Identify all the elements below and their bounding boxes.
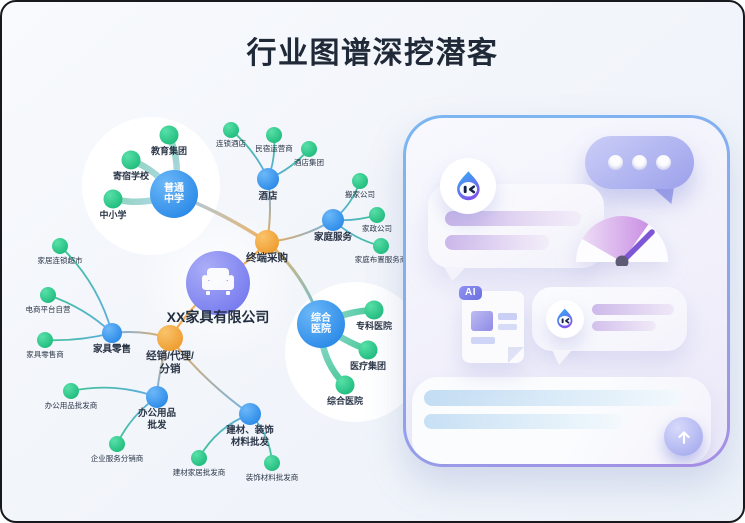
graph-node-enterprise-svc — [109, 436, 125, 452]
node-label-boarding-school: 寄宿学校 — [113, 170, 150, 181]
typing-dot — [608, 155, 623, 170]
node-label-specialist-hospital: 专科医院 — [356, 320, 392, 331]
node-label-hospital-hub: 综合医院 — [311, 311, 332, 335]
node-label-housekeeping: 家政公司 — [362, 223, 392, 233]
gauge-icon — [576, 215, 668, 266]
graph-node-boarding-school — [121, 150, 141, 170]
graph-node-hospital-hub — [297, 300, 345, 348]
graph-node-deco-material-wholesaler — [264, 455, 280, 471]
document-line-placeholder — [498, 313, 517, 320]
up-arrow-icon — [677, 430, 690, 444]
graph-node-hub-terminal — [255, 230, 279, 254]
page-fold — [508, 347, 524, 363]
graph-node-chain-hotel — [223, 122, 239, 138]
graph-node-housekeeping — [369, 207, 385, 223]
graph-node-hotel — [257, 168, 279, 190]
graph-node-bnb-operator — [266, 127, 282, 143]
graph-node-family-svc — [322, 209, 344, 231]
chat-bubble-tail — [552, 350, 572, 365]
node-label-hotel-group: 酒店集团 — [294, 157, 324, 167]
ai-badge: AI — [459, 286, 482, 300]
typing-bubble-tail — [652, 187, 674, 204]
node-label-edu-group: 教育集团 — [150, 145, 187, 156]
graph-node-hotel-group — [301, 141, 317, 157]
graph-edge — [44, 332, 113, 342]
node-label-middle-school: 普通中学 — [164, 181, 184, 205]
node-label-moving-company: 搬家公司 — [345, 189, 375, 199]
graph-node-general-hospital — [335, 375, 355, 395]
chat-bubble-reply — [532, 287, 687, 365]
ai-assistant-illustration: AI — [406, 118, 727, 464]
node-label-office-supplier: 办公用品批发商 — [45, 400, 98, 410]
node-label-ecommerce-self: 电商平台自营 — [26, 304, 71, 314]
document-line-placeholder — [471, 337, 495, 344]
node-label-enterprise-svc: 企业服务分销商 — [91, 453, 144, 463]
graph-node-moving-company — [352, 173, 368, 189]
document-line-placeholder — [498, 324, 517, 330]
chat-bubble-tail — [444, 267, 466, 281]
node-label-furniture-retailer: 家具零售商 — [26, 349, 64, 359]
graph-node-furniture-retailer — [37, 332, 53, 348]
send-button[interactable] — [664, 417, 703, 456]
text-line-placeholder — [445, 211, 581, 226]
graph-node-home-chain-market — [52, 238, 68, 254]
graph-node-middle-school — [150, 170, 198, 218]
input-line-placeholder — [424, 390, 682, 406]
graph-node-building-home-wholesaler — [191, 450, 207, 466]
node-label-k12: 中小学 — [99, 209, 126, 220]
ai-document-card: AI — [459, 286, 524, 363]
node-label-chain-hotel: 连锁酒店 — [216, 138, 246, 148]
node-label-material-wholesale: 建材、装饰材料批发 — [225, 424, 274, 448]
node-label-family-svc: 家庭服务 — [314, 231, 353, 243]
node-label-home-setup-svc: 家庭布置服务商 — [355, 254, 408, 264]
node-label-general-hospital: 综合医院 — [327, 395, 363, 406]
graph-node-material-wholesale — [239, 403, 261, 425]
graph-edge — [59, 245, 113, 334]
graph-node-home-setup-svc — [373, 238, 389, 254]
graph-edge — [70, 386, 158, 398]
node-label-hub-dist: 经销/代理/分销 — [146, 349, 194, 375]
typing-dot — [632, 155, 647, 170]
node-label-hub-terminal: 终端采购 — [246, 251, 288, 264]
graph-node-furniture-retail — [102, 323, 122, 343]
graph-node-edu-group — [159, 125, 179, 145]
assistant-drop-icon — [456, 170, 480, 200]
chat-input-card — [412, 377, 711, 464]
assistant-drop-icon — [557, 308, 573, 329]
node-label-hotel: 酒店 — [258, 190, 278, 202]
ai-panel: AI — [403, 115, 730, 467]
assistant-avatar-small — [546, 300, 584, 338]
node-label-home-chain-market: 家居连锁超市 — [38, 255, 83, 265]
graph-node-ecommerce-self — [40, 287, 56, 303]
node-label-furniture-retail: 家具零售 — [93, 343, 131, 355]
node-label-building-home-wholesaler: 建材家居批发商 — [173, 467, 226, 477]
graph-node-k12 — [103, 189, 123, 209]
graph-node-office-wholesale — [146, 386, 168, 408]
node-label-company: XX家具有限公司 — [167, 309, 270, 325]
assistant-avatar — [440, 158, 496, 214]
node-label-bnb-operator: 民宿运营商 — [255, 143, 293, 153]
sofa-icon — [202, 268, 234, 295]
typing-bubble — [585, 136, 694, 189]
graph-node-specialist-hospital — [364, 300, 384, 320]
graph-node-medical-group — [358, 340, 378, 360]
typing-dot — [656, 155, 671, 170]
node-label-medical-group: 医疗集团 — [350, 360, 386, 371]
node-label-deco-material-wholesaler: 装饰材料批发商 — [246, 472, 299, 482]
page-title: 行业图谱深挖潜客 — [246, 37, 499, 70]
text-line-placeholder — [592, 321, 656, 331]
graph-edge — [47, 294, 113, 334]
text-line-placeholder — [592, 304, 674, 315]
graph-node-hub-dist — [157, 325, 183, 351]
document-image-placeholder — [471, 311, 493, 331]
node-label-office-wholesale: 办公用品批发 — [138, 407, 176, 431]
graph-node-office-supplier — [63, 383, 79, 399]
text-line-placeholder — [445, 235, 549, 250]
input-line-placeholder — [424, 414, 622, 429]
